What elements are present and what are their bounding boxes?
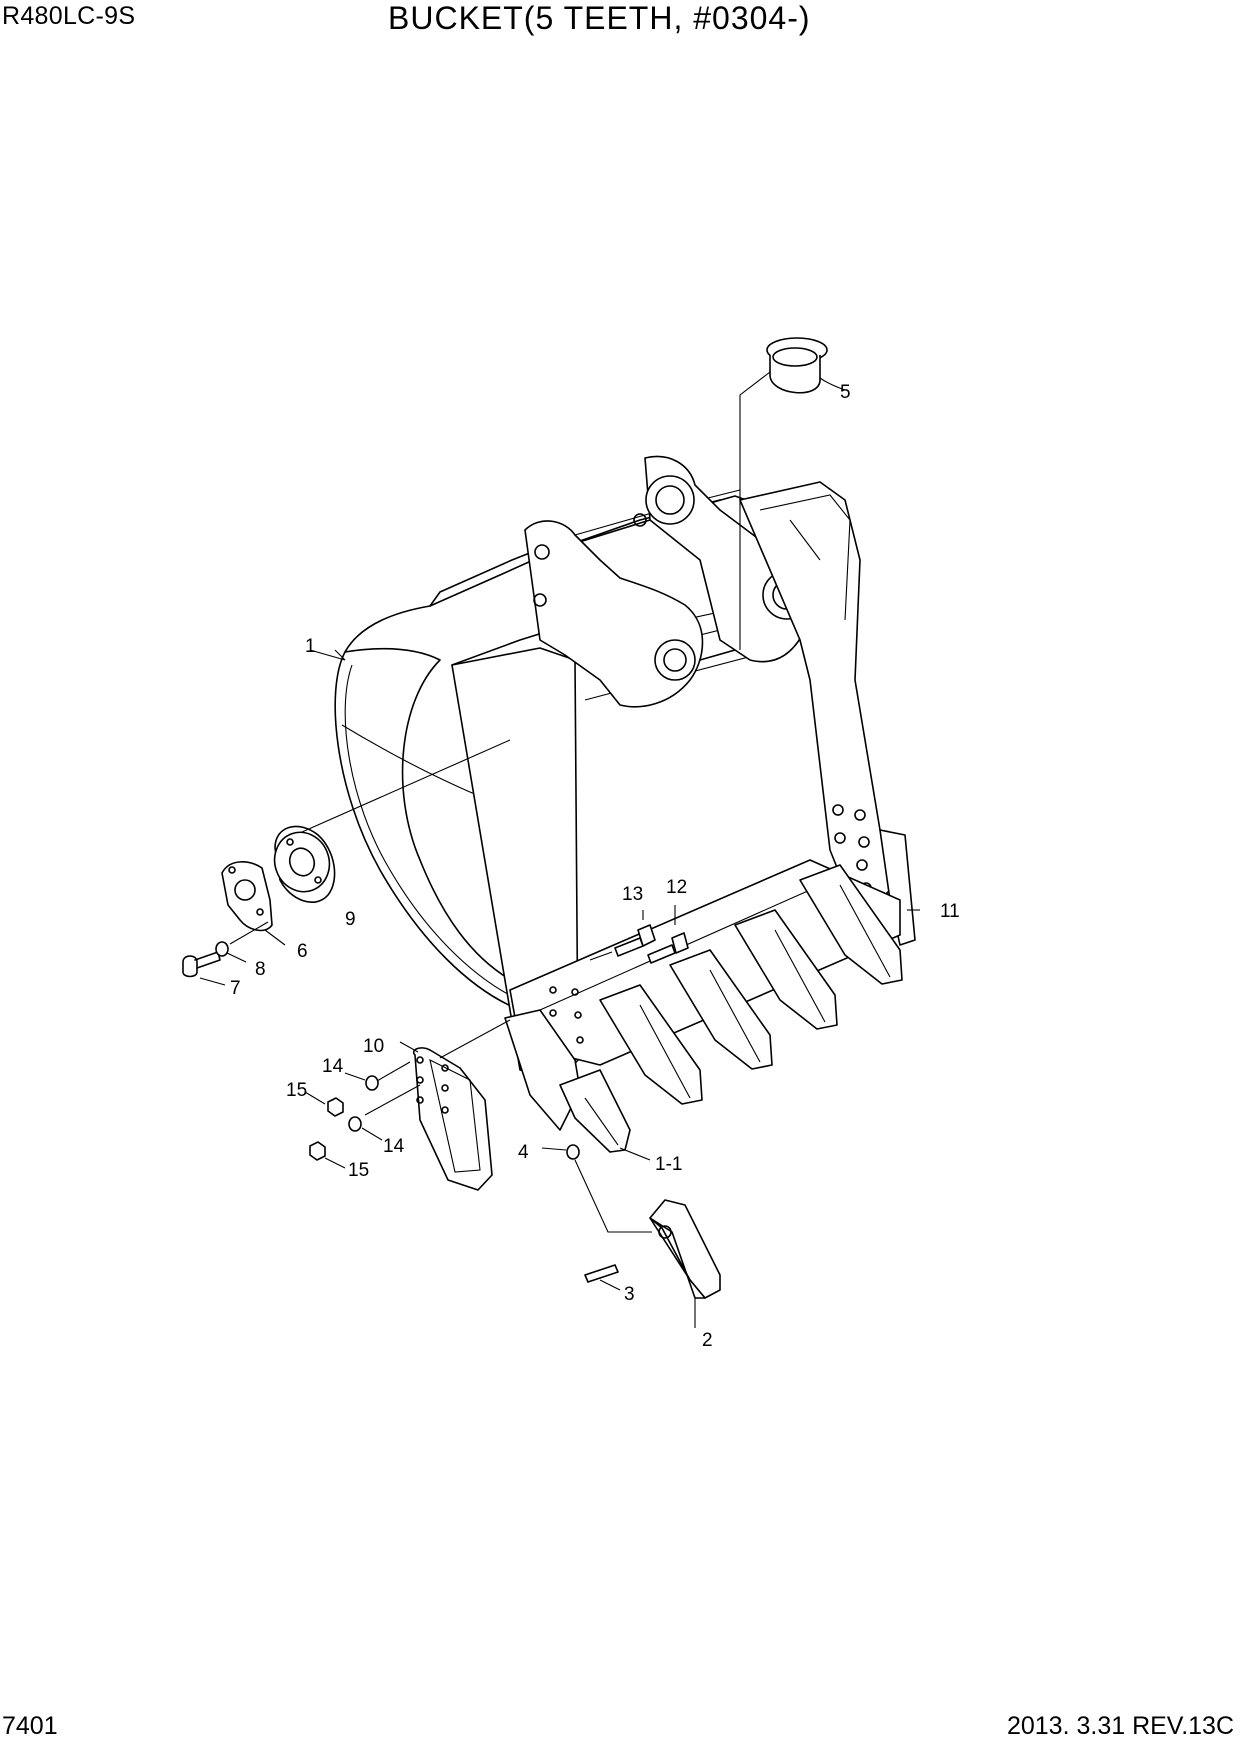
callout-15-upper: 15	[286, 1080, 307, 1101]
page-number: 7401	[2, 1712, 58, 1740]
plate-part-6	[221, 861, 286, 946]
bolt-part-7	[182, 951, 226, 986]
callout-14-upper: 14	[322, 1056, 344, 1077]
callout-10: 10	[363, 1036, 384, 1057]
callout-3: 3	[624, 1284, 635, 1305]
callout-7: 7	[230, 978, 241, 999]
bolt-part-12	[647, 905, 689, 964]
pin-part-3	[584, 1264, 621, 1291]
revision-date: 2013. 3.31 REV.13C	[1006, 1712, 1234, 1740]
callout-14-lower: 14	[383, 1136, 405, 1157]
lock-part-4	[541, 1144, 652, 1233]
side-cutter-part-10	[364, 1019, 511, 1191]
bolt-part-13	[589, 910, 656, 961]
callout-2: 2	[702, 1330, 713, 1351]
nut-part-15	[304, 1091, 346, 1169]
callout-1: 1	[305, 636, 316, 657]
callout-6: 6	[297, 941, 308, 962]
callout-8: 8	[255, 959, 266, 980]
callout-13: 13	[622, 884, 643, 905]
callout-15-lower: 15	[348, 1160, 369, 1181]
callout-5: 5	[840, 382, 851, 403]
washer-part-14	[344, 1072, 383, 1141]
callout-9: 9	[345, 909, 356, 930]
washer-part-8	[215, 921, 269, 963]
tooth-part-2	[649, 1199, 721, 1328]
page-title: BUCKET(5 TEETH, #0304-)	[388, 0, 811, 36]
callout-12: 12	[666, 877, 687, 898]
model-label: R480LC-9S	[2, 2, 136, 30]
bushing-part-5	[739, 337, 846, 650]
spacer-part-9	[273, 739, 511, 904]
callout-4: 4	[518, 1142, 529, 1163]
callout-11: 11	[940, 901, 960, 922]
bucket-teeth	[559, 864, 903, 1153]
callout-1-1: 1-1	[655, 1154, 682, 1175]
